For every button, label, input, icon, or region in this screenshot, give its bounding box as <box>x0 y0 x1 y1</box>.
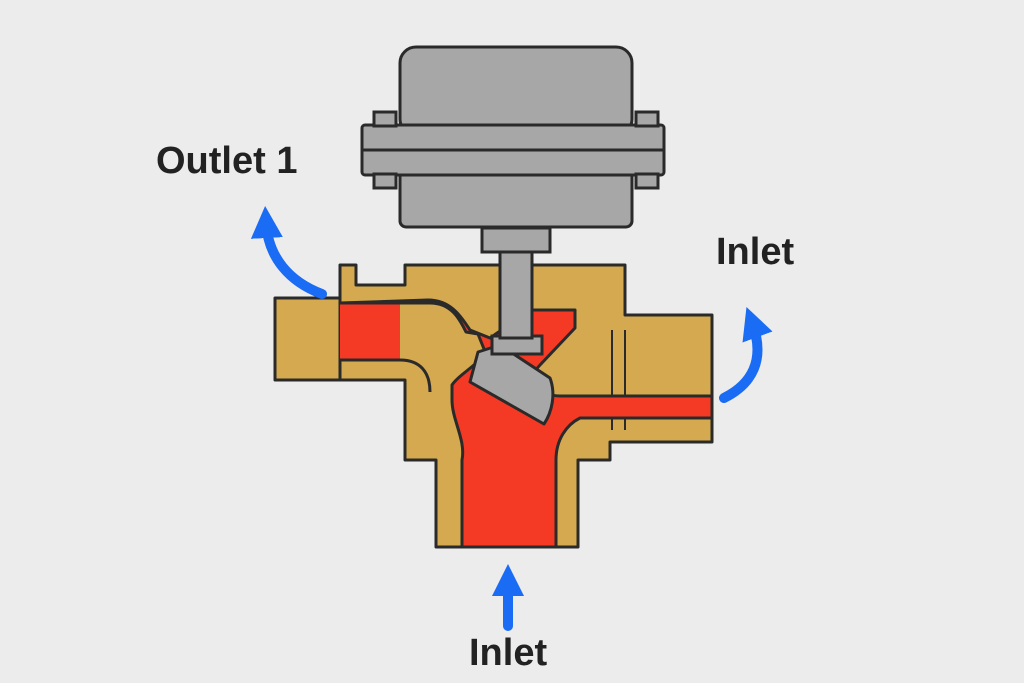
bolt-top-right <box>634 110 660 128</box>
actuator <box>360 45 666 229</box>
valve-disc <box>468 343 555 426</box>
outlet-arrow <box>250 206 327 299</box>
right-inlet-arrow <box>719 306 773 403</box>
bolt-bottom-left <box>372 172 398 190</box>
right-inlet-label: Inlet <box>716 231 795 273</box>
outlet-flange <box>273 296 342 382</box>
bolt-top-left <box>372 110 398 128</box>
bolt-bottom-right <box>634 172 660 190</box>
bottom-inlet-label: Inlet <box>469 632 548 674</box>
stem-coupling-upper <box>480 226 552 254</box>
actuator-top-cover <box>398 45 634 137</box>
flow-arrows <box>250 206 773 631</box>
stem-rod <box>498 248 534 340</box>
flow-outlet-edge <box>340 301 432 393</box>
flow-to-outlet <box>340 303 400 360</box>
actuator-stem <box>480 226 552 356</box>
outlet-1-label: Outlet 1 <box>156 140 298 182</box>
